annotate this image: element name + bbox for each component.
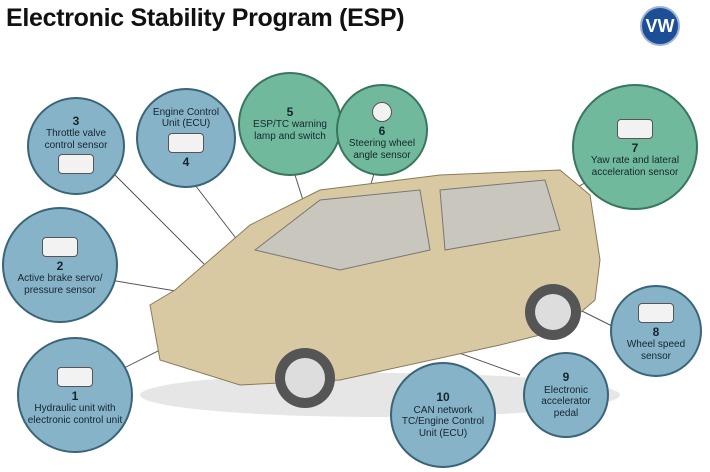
wheel-speed-sensor-icon	[638, 302, 674, 323]
vw-logo: VW	[640, 6, 680, 46]
hydraulic-unit-icon	[57, 366, 93, 387]
ecu-icon	[168, 132, 204, 153]
steering-sensor-icon	[372, 101, 392, 122]
component-4[interactable]: Engine Control Unit (ECU) 4	[136, 88, 236, 188]
component-7[interactable]: 7 Yaw rate and lateral acceleration sens…	[572, 84, 698, 210]
component-3[interactable]: 3 Throttle valve control sensor	[27, 97, 125, 195]
component-10[interactable]: 10 CAN network TC/Engine Control Unit (E…	[390, 362, 496, 468]
component-1[interactable]: 1 Hydraulic unit with electronic control…	[17, 337, 133, 453]
throttle-valve-icon	[58, 154, 94, 175]
component-9[interactable]: 9 Electronic accelerator pedal	[523, 352, 609, 438]
page-title: Electronic Stability Program (ESP)	[6, 4, 405, 32]
brake-servo-icon	[42, 236, 78, 257]
component-6[interactable]: 6 Steering wheel angle sensor	[336, 84, 428, 176]
component-8[interactable]: 8 Wheel speed sensor	[610, 285, 702, 377]
component-2[interactable]: 2 Active brake servo/ pressure sensor	[2, 207, 118, 323]
car-windows	[253, 179, 561, 271]
component-5[interactable]: 5 ESP/TC warning lamp and switch	[238, 72, 342, 176]
yaw-sensor-icon	[617, 118, 653, 139]
